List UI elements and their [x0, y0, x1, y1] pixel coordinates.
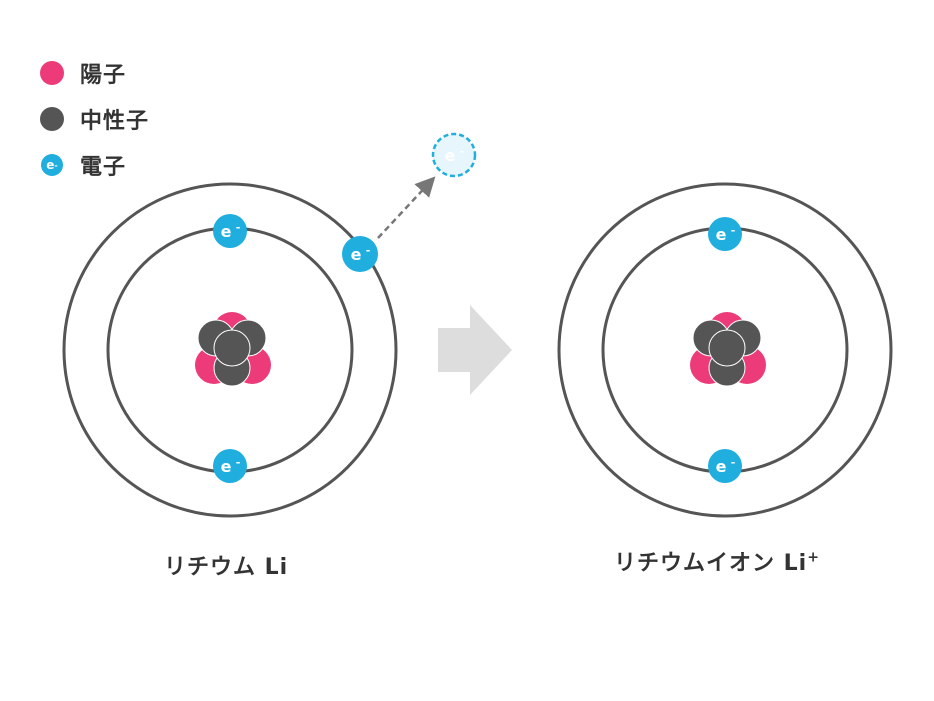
svg-text:-: -: [236, 456, 241, 469]
ejected-electron: e -: [431, 132, 477, 178]
legend-neutron: 中性子: [40, 96, 149, 142]
legend: 陽子 中性子 e- 電子: [40, 50, 149, 188]
svg-text:e: e: [716, 225, 727, 244]
electron-leaving: e -: [342, 236, 378, 272]
svg-text:e: e: [716, 457, 727, 476]
svg-text:-: -: [366, 244, 371, 257]
legend-neutron-label: 中性子: [80, 109, 150, 134]
electron: e -: [708, 449, 742, 483]
electron: e -: [213, 449, 247, 483]
electron-icon: e-: [41, 154, 63, 176]
svg-text:e: e: [221, 457, 232, 476]
legend-proton-label: 陽子: [80, 63, 127, 88]
neutron-icon: [40, 107, 64, 131]
lithium-ion-caption: リチウムイオン Li+: [614, 545, 820, 577]
outer-orbit: [62, 182, 398, 518]
svg-text:e: e: [221, 222, 232, 241]
nucleus: [690, 312, 766, 387]
legend-electron: e- 電子: [40, 142, 149, 188]
neutron: [708, 329, 746, 367]
lithium-ion-atom: e - e -: [557, 182, 893, 518]
svg-text:-: -: [460, 145, 465, 158]
ejection-arrow: [377, 176, 436, 239]
outer-orbit: [557, 182, 893, 518]
neutron: [213, 329, 251, 367]
svg-text:-: -: [731, 456, 736, 469]
electron: e -: [213, 214, 247, 248]
transition-arrow-icon: [438, 305, 512, 395]
legend-electron-label: 電子: [80, 155, 127, 180]
lithium-caption: リチウム Li: [164, 555, 289, 580]
electron: e -: [708, 217, 742, 251]
nucleus: [195, 312, 271, 387]
proton-icon: [40, 61, 64, 85]
legend-proton: 陽子: [40, 50, 149, 96]
lithium-atom: e - e - e - e -: [62, 132, 477, 518]
svg-text:e: e: [351, 245, 362, 264]
svg-text:e: e: [445, 146, 456, 165]
lithium-ion-caption-main: リチウムイオン Li: [614, 551, 808, 576]
svg-text:-: -: [236, 221, 241, 234]
charge-superscript: +: [807, 549, 820, 566]
svg-text:-: -: [731, 224, 736, 237]
